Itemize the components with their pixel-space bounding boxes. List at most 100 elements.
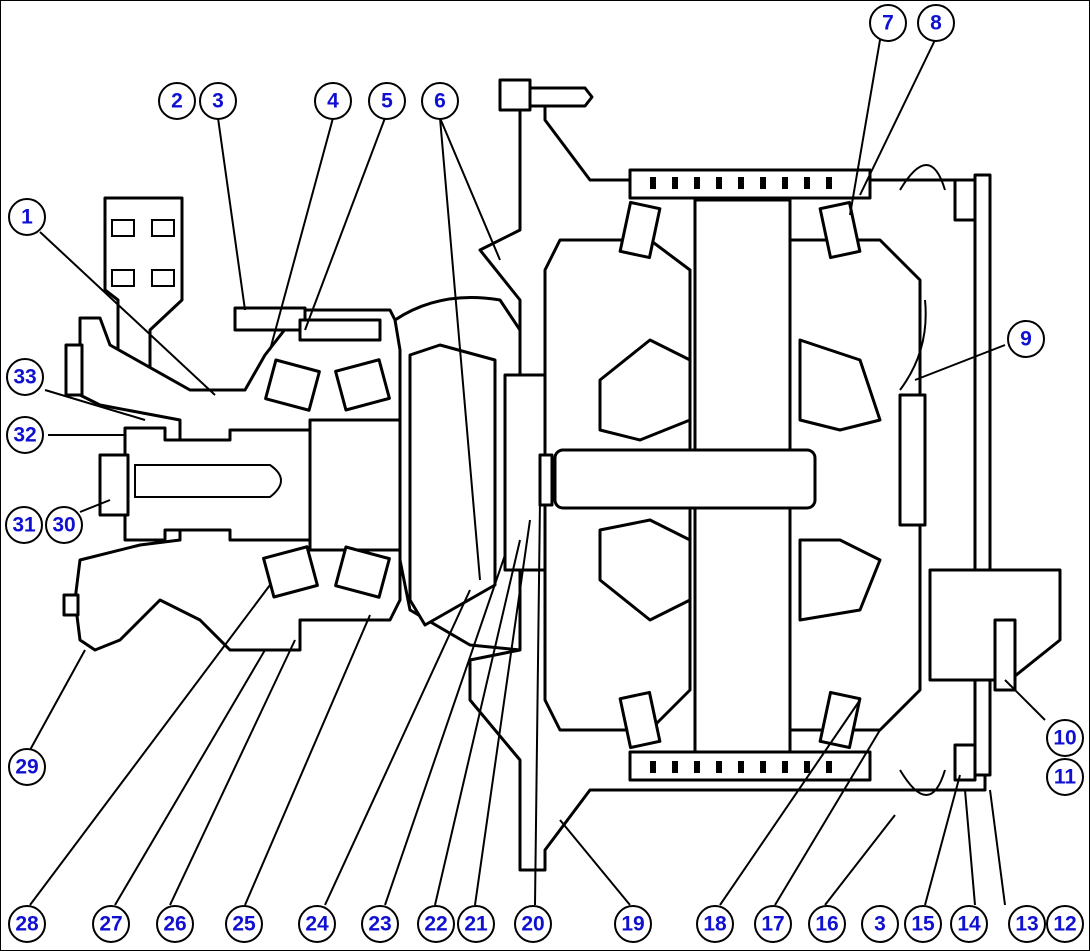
callout-3[interactable]: 3 (199, 82, 237, 120)
callout-20[interactable]: 20 (514, 905, 552, 943)
input-yoke (123, 426, 312, 542)
callout-label: 33 (13, 366, 36, 389)
callout-label: 25 (232, 913, 256, 936)
callout-28[interactable]: 28 (8, 905, 46, 943)
callout-19[interactable]: 19 (614, 905, 652, 943)
callout-1[interactable]: 1 (8, 198, 46, 236)
callout-label: 5 (381, 90, 393, 113)
leader-lines (29, 39, 1046, 906)
callout-6[interactable]: 6 (421, 82, 459, 120)
pinion-nut (98, 453, 130, 517)
breather-tube (899, 299, 927, 391)
pinion-shaft (308, 418, 407, 552)
callout-label: 18 (703, 913, 727, 936)
bracket-slot (151, 269, 175, 287)
callout-label: 19 (621, 913, 644, 936)
callout-23[interactable]: 23 (361, 905, 399, 943)
callout-27[interactable]: 27 (92, 905, 130, 943)
carrier-bearing (818, 200, 862, 260)
callout-30[interactable]: 30 (45, 506, 83, 544)
callout-4[interactable]: 4 (314, 82, 352, 120)
side-gear-right-upper (798, 338, 882, 432)
callout-11[interactable]: 11 (1046, 758, 1084, 796)
top-bolt (498, 78, 532, 112)
callout-22[interactable]: 22 (417, 905, 455, 943)
callout-26[interactable]: 26 (156, 905, 194, 943)
callout-14[interactable]: 14 (950, 905, 988, 943)
callout-29[interactable]: 29 (8, 748, 46, 786)
callout-label: 13 (1015, 913, 1038, 936)
side-gear-right-lower (798, 538, 882, 622)
flange-bolt (993, 618, 1017, 692)
callout-label: 4 (327, 90, 339, 113)
carrier-bearing (618, 690, 662, 750)
housing-plug (62, 593, 80, 617)
callout-label: 9 (1020, 328, 1032, 351)
callout-label: 24 (305, 913, 329, 936)
callout-15[interactable]: 15 (904, 905, 942, 943)
callout-21[interactable]: 21 (457, 905, 495, 943)
thrust-block (503, 373, 547, 572)
callout-label: 28 (15, 913, 39, 936)
cover-bolt (953, 743, 977, 782)
callout-33[interactable]: 33 (6, 358, 44, 396)
callout-12[interactable]: 12 (1046, 905, 1084, 943)
breather-fitting (898, 393, 927, 527)
cover-bolt (953, 178, 977, 222)
callout-label: 30 (52, 514, 75, 537)
callout-label: 12 (1053, 913, 1076, 936)
callout-label: 11 (1054, 766, 1077, 789)
pinion-bearing-upper (264, 358, 391, 412)
callout-label: 26 (163, 913, 186, 936)
callout-label: 20 (521, 913, 544, 936)
callout-label: 3 (212, 90, 224, 113)
callout-5[interactable]: 5 (368, 82, 406, 120)
callout-18[interactable]: 18 (696, 905, 734, 943)
lock-wire-upper (899, 164, 946, 191)
housing-bolt (298, 318, 382, 342)
pinion-shaft-end (134, 464, 282, 498)
callout-label: 16 (815, 913, 838, 936)
callout-label: 29 (15, 756, 38, 779)
cover-plate (973, 173, 992, 777)
callout-10[interactable]: 10 (1046, 719, 1084, 757)
side-gear-upper (598, 338, 692, 442)
callout-label: 31 (12, 514, 36, 537)
callout-label: 6 (434, 90, 446, 113)
callout-8[interactable]: 8 (917, 4, 955, 42)
callout-3-lower[interactable]: 3 (861, 905, 899, 943)
callout-17[interactable]: 17 (754, 905, 792, 943)
side-gear-lower (598, 518, 692, 622)
thrust-washer (538, 453, 554, 507)
bracket-slot (151, 219, 175, 237)
callout-label: 1 (21, 206, 33, 229)
callout-group: 1 2 3 4 5 6 7 8 9 10 11 12 13 14 15 3 16… (5, 4, 1084, 943)
callout-9[interactable]: 9 (1007, 320, 1045, 358)
callout-label: 7 (882, 12, 894, 35)
bracket-slot (111, 219, 135, 237)
carrier-bearing (618, 200, 662, 260)
callout-7[interactable]: 7 (869, 4, 907, 42)
callout-32[interactable]: 32 (6, 416, 44, 454)
callout-label: 23 (368, 913, 391, 936)
upper-ring (628, 168, 872, 200)
callout-25[interactable]: 25 (225, 905, 263, 943)
callout-2[interactable]: 2 (158, 82, 196, 120)
lock-wire-lower (899, 769, 946, 796)
callout-24[interactable]: 24 (298, 905, 336, 943)
callout-label: 21 (464, 913, 488, 936)
housing-bolt (233, 306, 307, 332)
upper-ring-teeth (650, 177, 832, 189)
top-bolt-shank (528, 86, 594, 108)
callout-13[interactable]: 13 (1008, 905, 1046, 943)
callout-16[interactable]: 16 (808, 905, 846, 943)
callout-label: 32 (13, 424, 36, 447)
carrier-bearing (818, 690, 862, 750)
lower-ring (628, 750, 872, 782)
ring-gear-tooth-face (408, 343, 497, 627)
callout-31[interactable]: 31 (5, 506, 43, 544)
housing-boss (64, 343, 84, 397)
callout-label: 27 (99, 913, 122, 936)
